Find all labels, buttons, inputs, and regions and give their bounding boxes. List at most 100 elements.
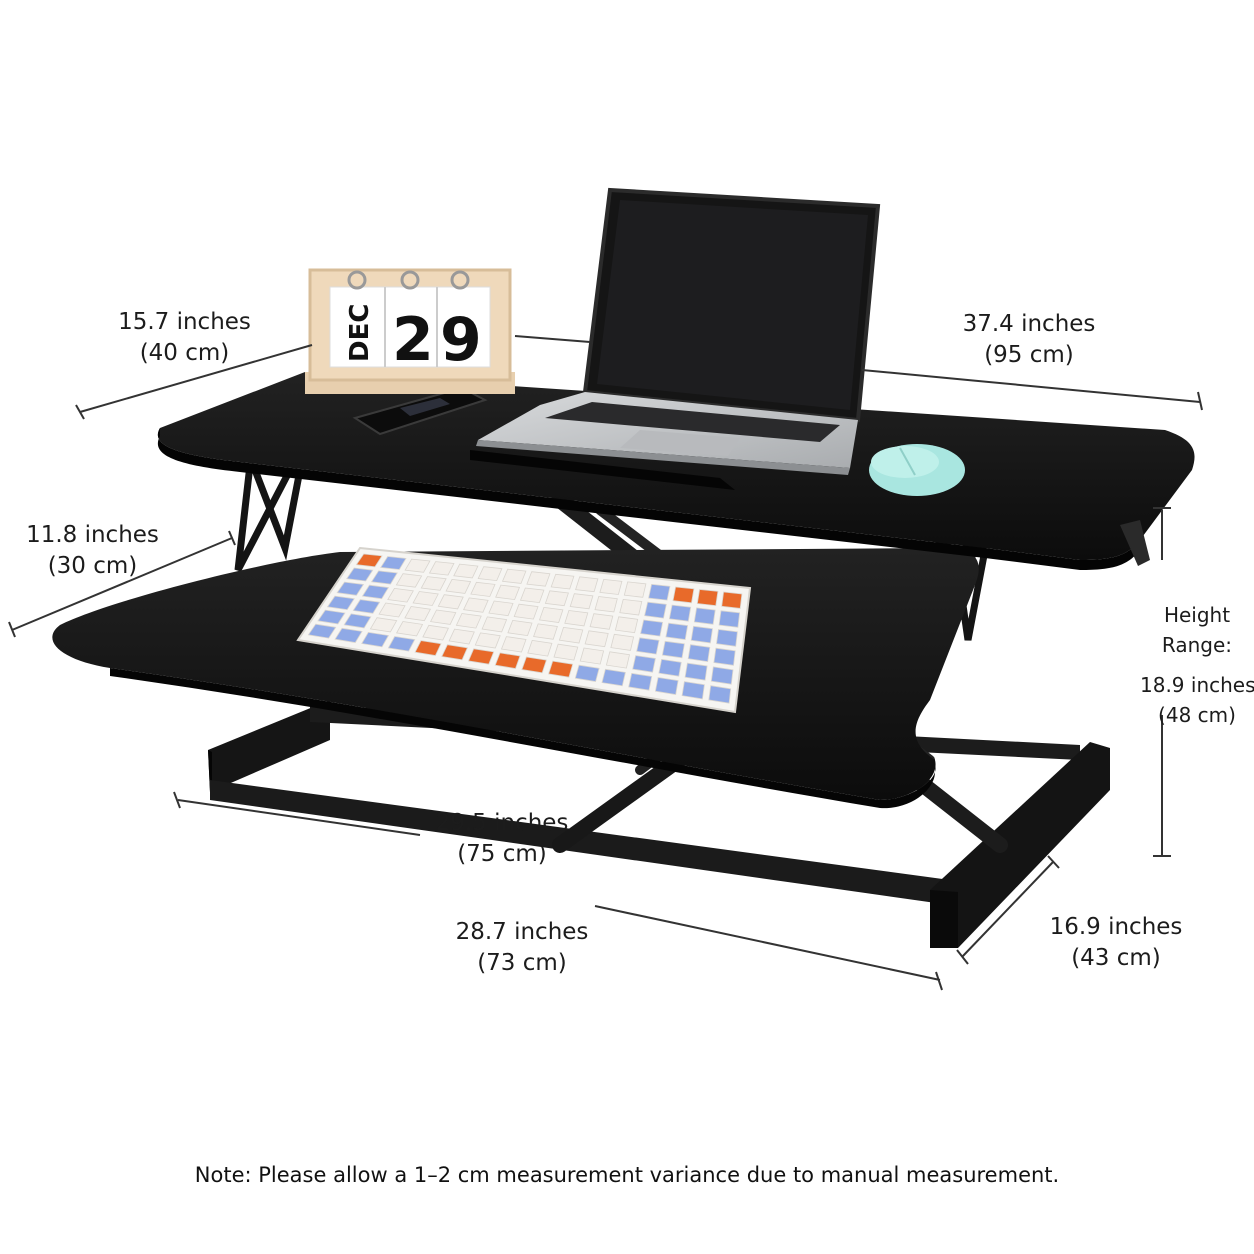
keycap	[495, 584, 521, 601]
keycap	[579, 647, 605, 665]
keycap	[453, 563, 479, 579]
calendar-day-ones: 9	[440, 305, 482, 375]
dim-top-depth-inches: 15.7 inches	[118, 309, 251, 335]
keycap	[716, 629, 738, 647]
keycap	[538, 606, 564, 623]
mouse	[869, 444, 965, 496]
keycap	[404, 606, 432, 622]
keycap	[644, 601, 667, 619]
keycap	[494, 652, 521, 669]
base-right-foot	[930, 742, 1110, 948]
dim-height-range-line1: Height	[1163, 603, 1231, 627]
keycap	[346, 567, 374, 582]
dim-tray-depth-inches: 11.8 inches	[26, 522, 159, 548]
keycap	[584, 630, 609, 648]
keycap	[640, 619, 664, 637]
keycap	[569, 593, 594, 610]
keycap	[470, 581, 496, 597]
keycap	[605, 651, 630, 669]
calendar-month: DEC	[345, 304, 375, 362]
keycap	[404, 558, 431, 573]
keycap	[521, 656, 547, 674]
laptop-touchpad	[620, 430, 740, 456]
keycap	[619, 598, 643, 616]
dim-tray-depth-label: 11.8 inches (30 cm)	[20, 520, 165, 582]
keycap	[343, 613, 372, 629]
keycap	[696, 589, 719, 607]
calendar-day-tens: 2	[392, 305, 434, 375]
laptop	[476, 187, 881, 475]
keycap	[690, 625, 713, 644]
dim-base-width-label: 28.7 inches (73 cm)	[448, 917, 596, 979]
base-left-foot	[208, 700, 330, 792]
keycap	[378, 602, 406, 618]
keycap	[455, 613, 482, 629]
keycap	[448, 628, 475, 645]
keycap	[632, 655, 656, 673]
dim-top-width-cm: (95 cm)	[984, 342, 1074, 368]
dim-top-depth-label: 15.7 inches (40 cm)	[112, 307, 257, 369]
keycap	[361, 631, 390, 648]
keycap	[718, 610, 741, 628]
keycap	[661, 640, 685, 659]
keycap	[564, 610, 589, 627]
keycap	[336, 581, 365, 596]
dim-height-range-cm: (48 cm)	[1158, 703, 1236, 727]
keycap	[474, 632, 501, 649]
measurement-note: Note: Please allow a 1–2 cm measurement …	[194, 1163, 1060, 1187]
keycap	[599, 578, 623, 595]
dim-base-width-inches: 28.7 inches	[455, 919, 589, 945]
keycap	[437, 594, 464, 610]
phone	[352, 386, 488, 436]
adjust-lever	[1120, 520, 1150, 566]
base-front-bar	[210, 780, 950, 905]
keycap	[441, 644, 468, 661]
keycap	[533, 623, 558, 640]
keycap	[589, 613, 614, 630]
keycap	[501, 568, 527, 584]
keycap	[526, 571, 551, 587]
keycap	[481, 616, 508, 633]
keycap	[380, 556, 407, 570]
dim-tray-width-label: 29.5 inches (75 cm)	[428, 808, 576, 870]
keycap	[477, 566, 503, 582]
dimension-lines	[8, 335, 1203, 991]
keycap	[687, 644, 711, 663]
keycap	[623, 581, 647, 598]
keycap	[317, 609, 346, 625]
dim-tray-depth-cm: (30 cm)	[47, 553, 138, 579]
dim-base-depth-cm: (43 cm)	[1071, 945, 1161, 971]
keycap	[352, 599, 381, 614]
keycap	[681, 681, 705, 700]
keycap	[658, 658, 682, 677]
keycap	[550, 573, 575, 590]
dim-height-range-line2: Range:	[1161, 633, 1233, 657]
keycap	[654, 677, 679, 695]
keycap	[420, 576, 447, 591]
keycap	[614, 616, 639, 634]
keycap	[553, 643, 579, 661]
keycap	[395, 621, 424, 637]
keycap	[500, 636, 527, 653]
dim-height-range-inches: 18.9 inches	[1140, 673, 1254, 697]
desk-calendar: DEC 2 9	[305, 268, 515, 394]
keycap	[334, 627, 363, 643]
keycap	[507, 619, 533, 637]
dim-base-depth-inches: 16.9 inches	[1049, 914, 1183, 940]
keycap	[307, 623, 337, 639]
cable-slot	[470, 450, 735, 490]
keycap	[672, 586, 695, 604]
keycap	[414, 640, 442, 656]
keycap	[387, 587, 414, 603]
keycap	[467, 648, 495, 665]
keycap	[665, 622, 689, 640]
keycap	[636, 637, 660, 655]
keycap	[721, 591, 743, 609]
keycap	[395, 573, 423, 588]
keycap	[708, 685, 732, 704]
dim-tray-width-cm: (75 cm)	[457, 841, 547, 867]
dim-base-width-cm: (73 cm)	[477, 950, 567, 976]
keycap	[574, 664, 600, 682]
keycap	[594, 596, 618, 613]
